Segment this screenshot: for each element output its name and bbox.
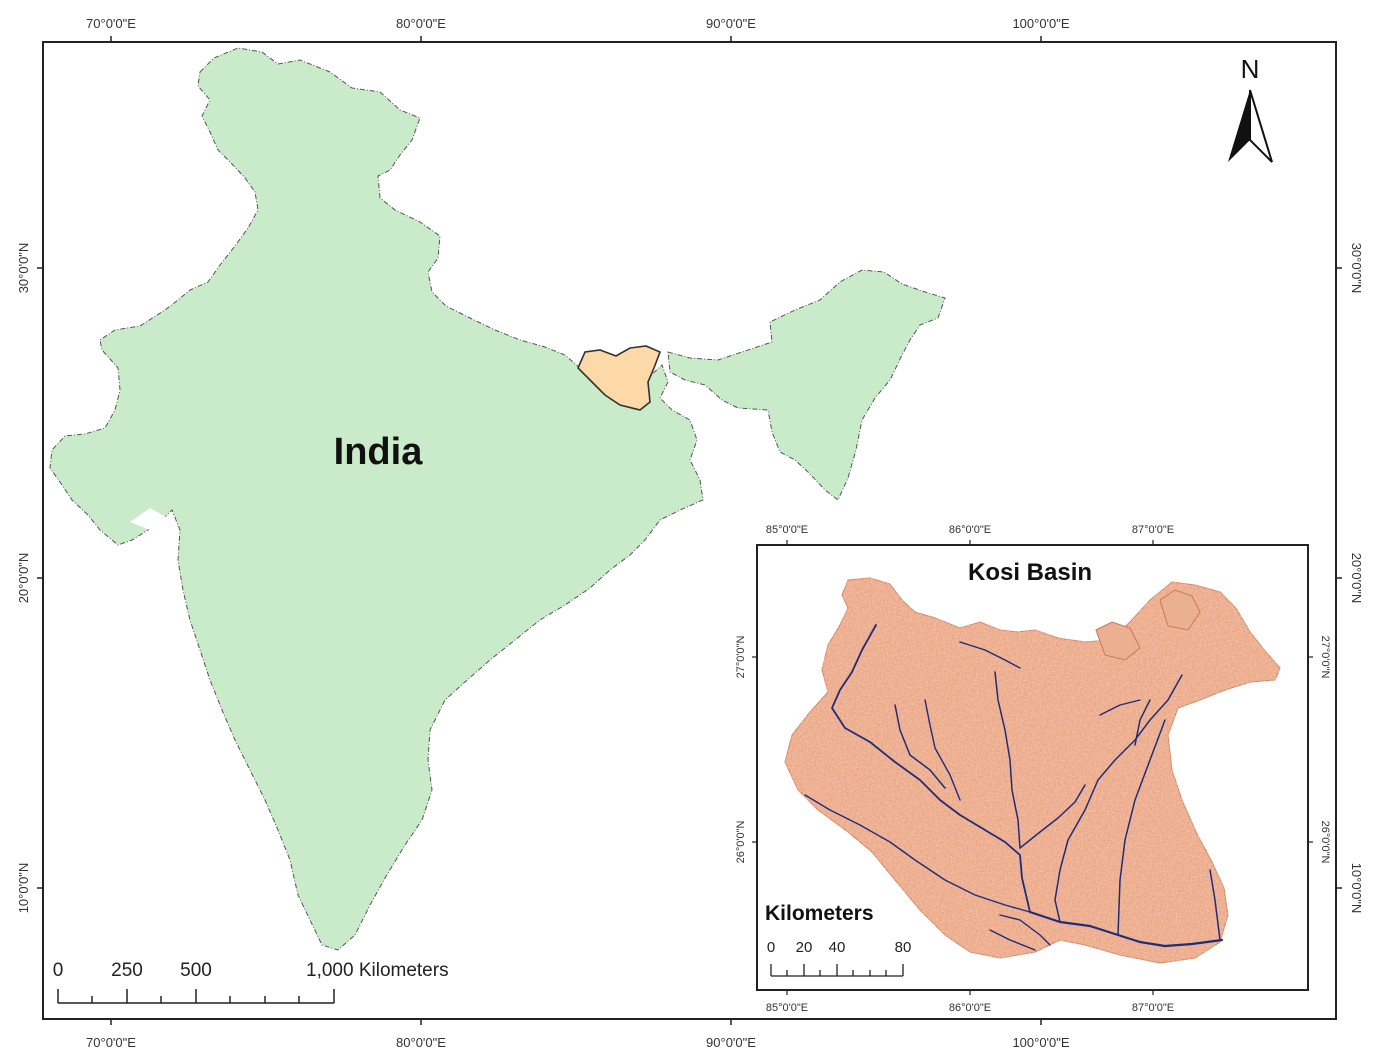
- inset-top-lon-label: 85°0'0"E: [766, 524, 808, 536]
- inset-right-lat-label: 26°0'0"N: [1319, 821, 1331, 864]
- left-lat-label: 30°0'0"N: [16, 243, 31, 294]
- top-lon-label: 70°0'0"E: [86, 16, 136, 31]
- inset-scale-bar: Kilometers 0 20 40 80: [765, 902, 912, 977]
- frame-ticks: [37, 36, 1342, 1025]
- bottom-lon-label: 80°0'0"E: [396, 1035, 446, 1050]
- inset-bottom-lon-label: 85°0'0"E: [766, 1002, 808, 1014]
- bottom-lon-label: 70°0'0"E: [86, 1035, 136, 1050]
- kosi-river-network: [804, 624, 1224, 951]
- inset-scale-label: 40: [829, 939, 846, 956]
- inset-scale-label: 0: [767, 939, 775, 956]
- right-lat-label: 10°0'0"N: [1349, 863, 1364, 914]
- right-lat-label: 30°0'0"N: [1349, 243, 1364, 294]
- inset-scale-label: 20: [796, 939, 813, 956]
- bottom-lon-label: 100°0'0"E: [1012, 1035, 1069, 1050]
- right-lat-label: 20°0'0"N: [1349, 553, 1364, 604]
- inset-scale-label: 80: [895, 939, 912, 956]
- inset-top-lon-label: 86°0'0"E: [949, 524, 991, 536]
- inset-title: Kosi Basin: [968, 559, 1092, 586]
- top-lon-label: 100°0'0"E: [1012, 16, 1069, 31]
- inset-bottom-lon-label: 86°0'0"E: [949, 1002, 991, 1014]
- scale-label: 1,000 Kilometers: [306, 960, 449, 981]
- ridge-lobe: [1159, 589, 1201, 631]
- northeast-india-outline: [667, 269, 946, 501]
- country-label: India: [334, 431, 424, 473]
- top-lon-label: 80°0'0"E: [396, 16, 446, 31]
- scale-label: 500: [180, 960, 212, 981]
- bottom-lon-label: 90°0'0"E: [706, 1035, 756, 1050]
- top-lon-label: 90°0'0"E: [706, 16, 756, 31]
- scale-label: 0: [53, 960, 64, 981]
- main-scale-bar: 0 250 500 1,000 Kilometers: [53, 960, 449, 1004]
- inset-scale-title: Kilometers: [765, 902, 874, 925]
- gulf-notch: [130, 508, 168, 530]
- left-lat-label: 10°0'0"N: [16, 863, 31, 914]
- kosi-basin-locator: [577, 345, 662, 411]
- inset-right-lat-label: 27°0'0"N: [1319, 636, 1331, 679]
- ridge-lobe: [1095, 621, 1141, 661]
- north-arrow-icon: N: [1228, 54, 1273, 163]
- inset-frame-ticks: [752, 540, 1313, 995]
- left-lat-label: 20°0'0"N: [16, 553, 31, 604]
- inset-left-lat-label: 26°0'0"N: [735, 821, 747, 864]
- inset-top-lon-label: 87°0'0"E: [1132, 524, 1174, 536]
- inset-left-lat-label: 27°0'0"N: [735, 636, 747, 679]
- svg-text:N: N: [1241, 54, 1260, 84]
- india-outline: [49, 47, 704, 951]
- scale-label: 250: [111, 960, 143, 981]
- inset-bottom-lon-label: 87°0'0"E: [1132, 1002, 1174, 1014]
